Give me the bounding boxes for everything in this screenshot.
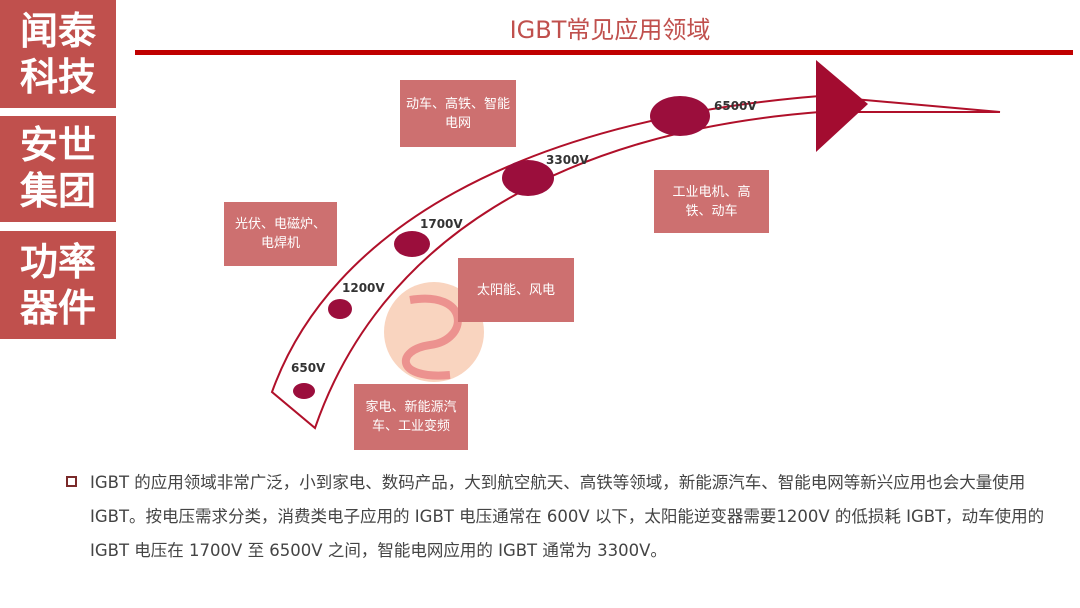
voltage-label-1700v: 1700V [420, 217, 463, 231]
sidebar-block-company: 闻泰 科技 [0, 0, 116, 108]
app-box-pv-induction: 光伏、电磁炉、电焊机 [224, 202, 337, 266]
node-6500v [650, 96, 710, 136]
app-box-appliances-ev: 家电、新能源汽车、工业变频 [354, 384, 468, 450]
description-paragraph: IGBT 的应用领域非常广泛，小到家电、数码产品，大到航空航天、高铁等领域，新能… [66, 466, 1066, 568]
arrow-head [816, 60, 868, 152]
sidebar-line: 功率 [19, 240, 96, 284]
sidebar-line: 闻泰 [19, 9, 96, 53]
node-650v [293, 383, 315, 399]
arc-band [270, 94, 1001, 430]
description-text: IGBT 的应用领域非常广泛，小到家电、数码产品，大到航空航天、高铁等领域，新能… [90, 473, 1045, 560]
node-1700v [394, 231, 430, 257]
voltage-label-3300v: 3300V [546, 153, 589, 167]
voltage-label-650v: 650V [291, 361, 326, 375]
sidebar-line: 集团 [19, 169, 96, 213]
voltage-label-1200v: 1200V [342, 281, 385, 295]
app-box-solar-wind: 太阳能、风电 [458, 258, 574, 322]
sidebar-line: 安世 [19, 123, 96, 167]
app-box-rail-grid: 动车、高铁、智能电网 [400, 80, 516, 147]
app-box-industrial-motor: 工业电机、高铁、动车 [654, 170, 769, 233]
title-underline [135, 50, 1073, 55]
sidebar-line: 器件 [19, 286, 96, 330]
sidebar-block-group: 安世 集团 [0, 116, 116, 222]
watermark-swirl [401, 294, 462, 380]
sidebar-line: 科技 [19, 55, 96, 99]
sidebar-block-power-devices: 功率 器件 [0, 231, 116, 339]
square-bullet-icon [66, 476, 77, 487]
voltage-label-6500v: 6500V [714, 99, 757, 113]
node-3300v [502, 160, 554, 196]
node-1200v [328, 299, 352, 319]
page-title: IGBT常见应用领域 [509, 16, 711, 44]
